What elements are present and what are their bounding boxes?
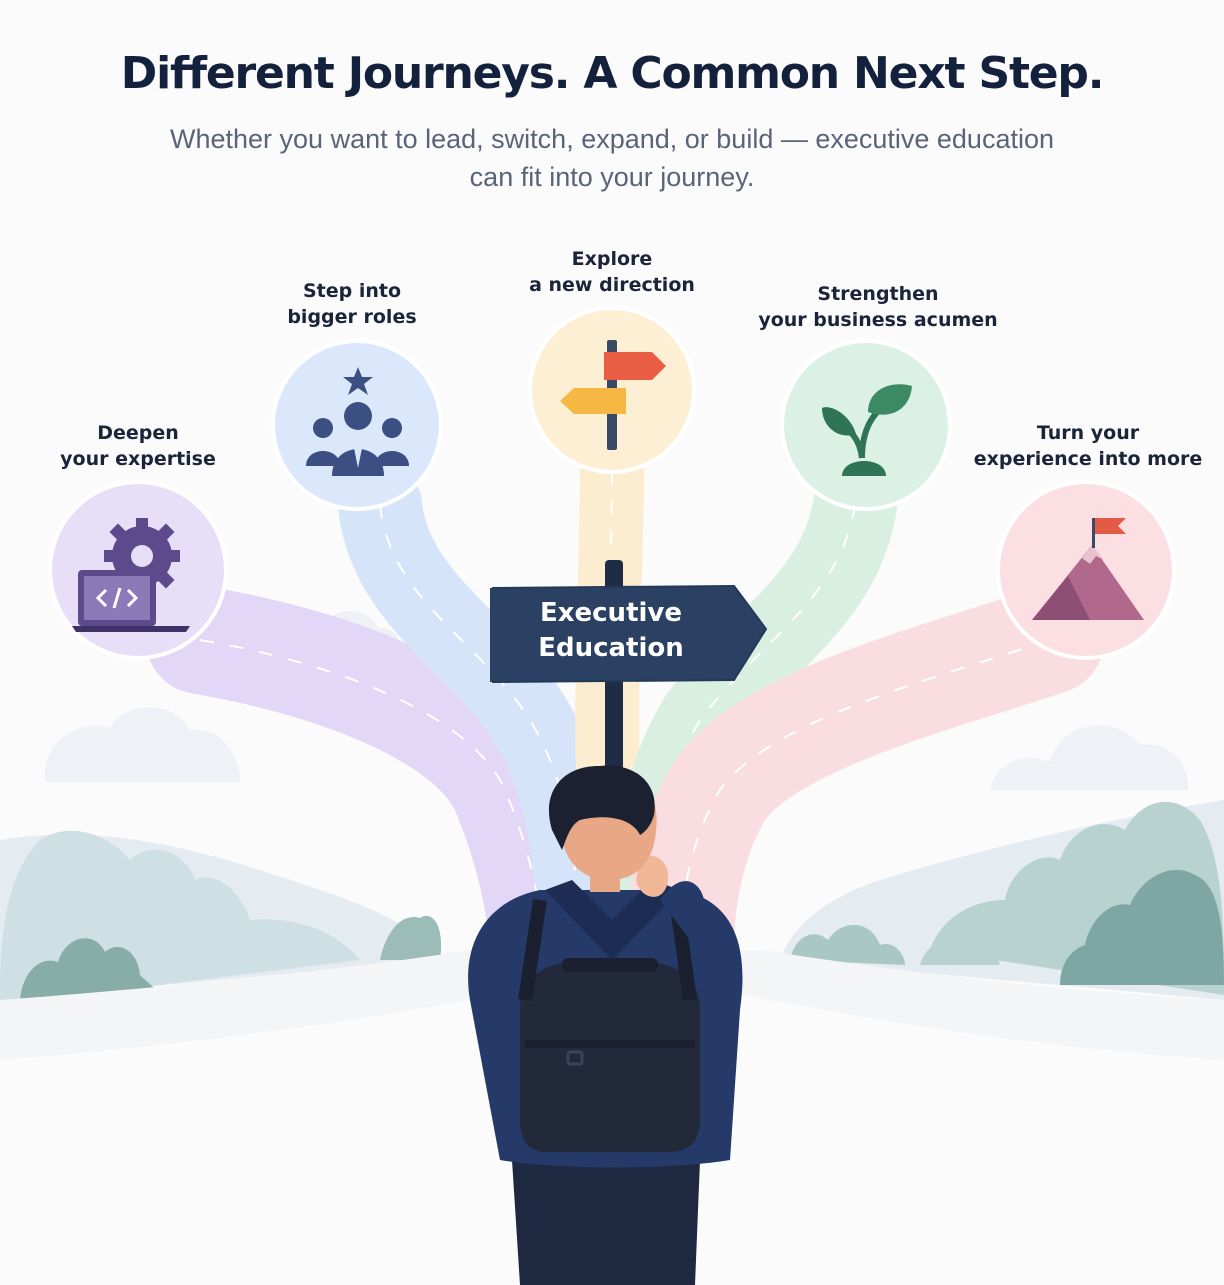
label-line: experience into more <box>973 448 1203 470</box>
page-subtitle: Whether you want to lead, switch, expand… <box>150 120 1074 196</box>
circle-business-acumen <box>780 339 952 511</box>
label-bigger-roles: Step into bigger roles <box>222 278 482 330</box>
circle-deepen-expertise <box>48 480 228 660</box>
signpost-icon <box>560 340 666 450</box>
label-line: Strengthen <box>817 283 939 305</box>
page-title: Different Journeys. A Common Next Step. <box>120 48 1105 99</box>
sign-label-line: Education <box>538 633 684 663</box>
subtitle-line-1: Whether you want to lead, switch, expand… <box>170 124 1054 154</box>
label-line: Turn your <box>1036 422 1140 444</box>
label-business-acumen: Strengthen your business acumen <box>738 281 1018 333</box>
circle-experience-into-more <box>996 480 1176 660</box>
label-line: Step into <box>302 280 402 302</box>
person-figure <box>468 765 743 1285</box>
label-line: your expertise <box>60 448 216 470</box>
label-line: Deepen <box>97 422 179 444</box>
circle-new-direction <box>528 306 696 474</box>
label-line: bigger roles <box>287 306 417 328</box>
sign-label: Executive Education <box>496 596 726 666</box>
laptop-code-gear-icon <box>72 518 190 632</box>
subtitle-line-2: can fit into your journey. <box>469 162 755 192</box>
landscape <box>0 800 1224 1285</box>
label-deepen-expertise: Deepen your expertise <box>8 420 268 472</box>
label-line: a new direction <box>529 274 695 296</box>
label-new-direction: Explore a new direction <box>482 246 742 298</box>
plant-sprout-icon <box>822 384 912 476</box>
label-line: your business acumen <box>758 309 998 331</box>
mountain-flag-icon <box>1032 518 1144 620</box>
team-leader-star-icon <box>306 367 409 476</box>
sign-label-line: Executive <box>539 598 682 628</box>
circle-bigger-roles <box>271 339 443 511</box>
label-experience-into-more: Turn your experience into more <box>958 420 1218 472</box>
label-line: Explore <box>571 248 653 270</box>
